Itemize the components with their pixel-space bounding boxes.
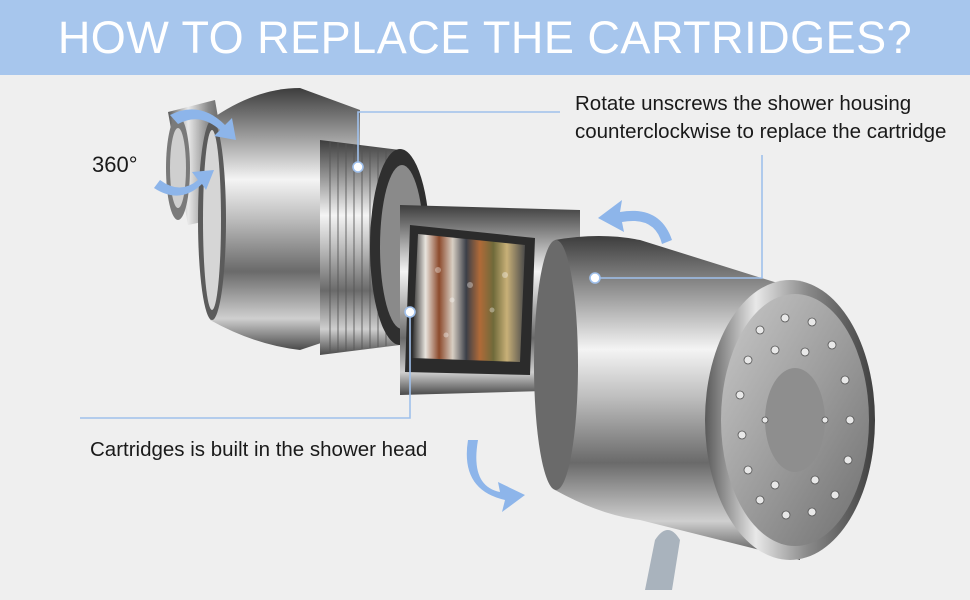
housing-instruction-text: Rotate unscrews the shower housing count… <box>575 92 947 143</box>
leader-dot-icon <box>589 272 601 284</box>
cartridge-note-text: Cartridges is built in the shower head <box>90 438 428 461</box>
page-title: HOW TO REPLACE THE CARTRIDGES? <box>57 11 913 63</box>
housing-leader-line <box>357 111 560 167</box>
front-leader-line <box>595 155 763 279</box>
leader-dot-icon <box>352 161 364 173</box>
spray-face <box>645 280 875 590</box>
cartridge-leader-line <box>80 312 411 419</box>
title-banner: HOW TO REPLACE THE CARTRIDGES? <box>0 0 970 75</box>
leader-dots <box>352 161 601 318</box>
rotation-degree-label: 360° <box>92 152 138 177</box>
cartridge-window <box>405 225 535 375</box>
callout-lines <box>80 111 763 419</box>
leader-dot-icon <box>404 306 416 318</box>
